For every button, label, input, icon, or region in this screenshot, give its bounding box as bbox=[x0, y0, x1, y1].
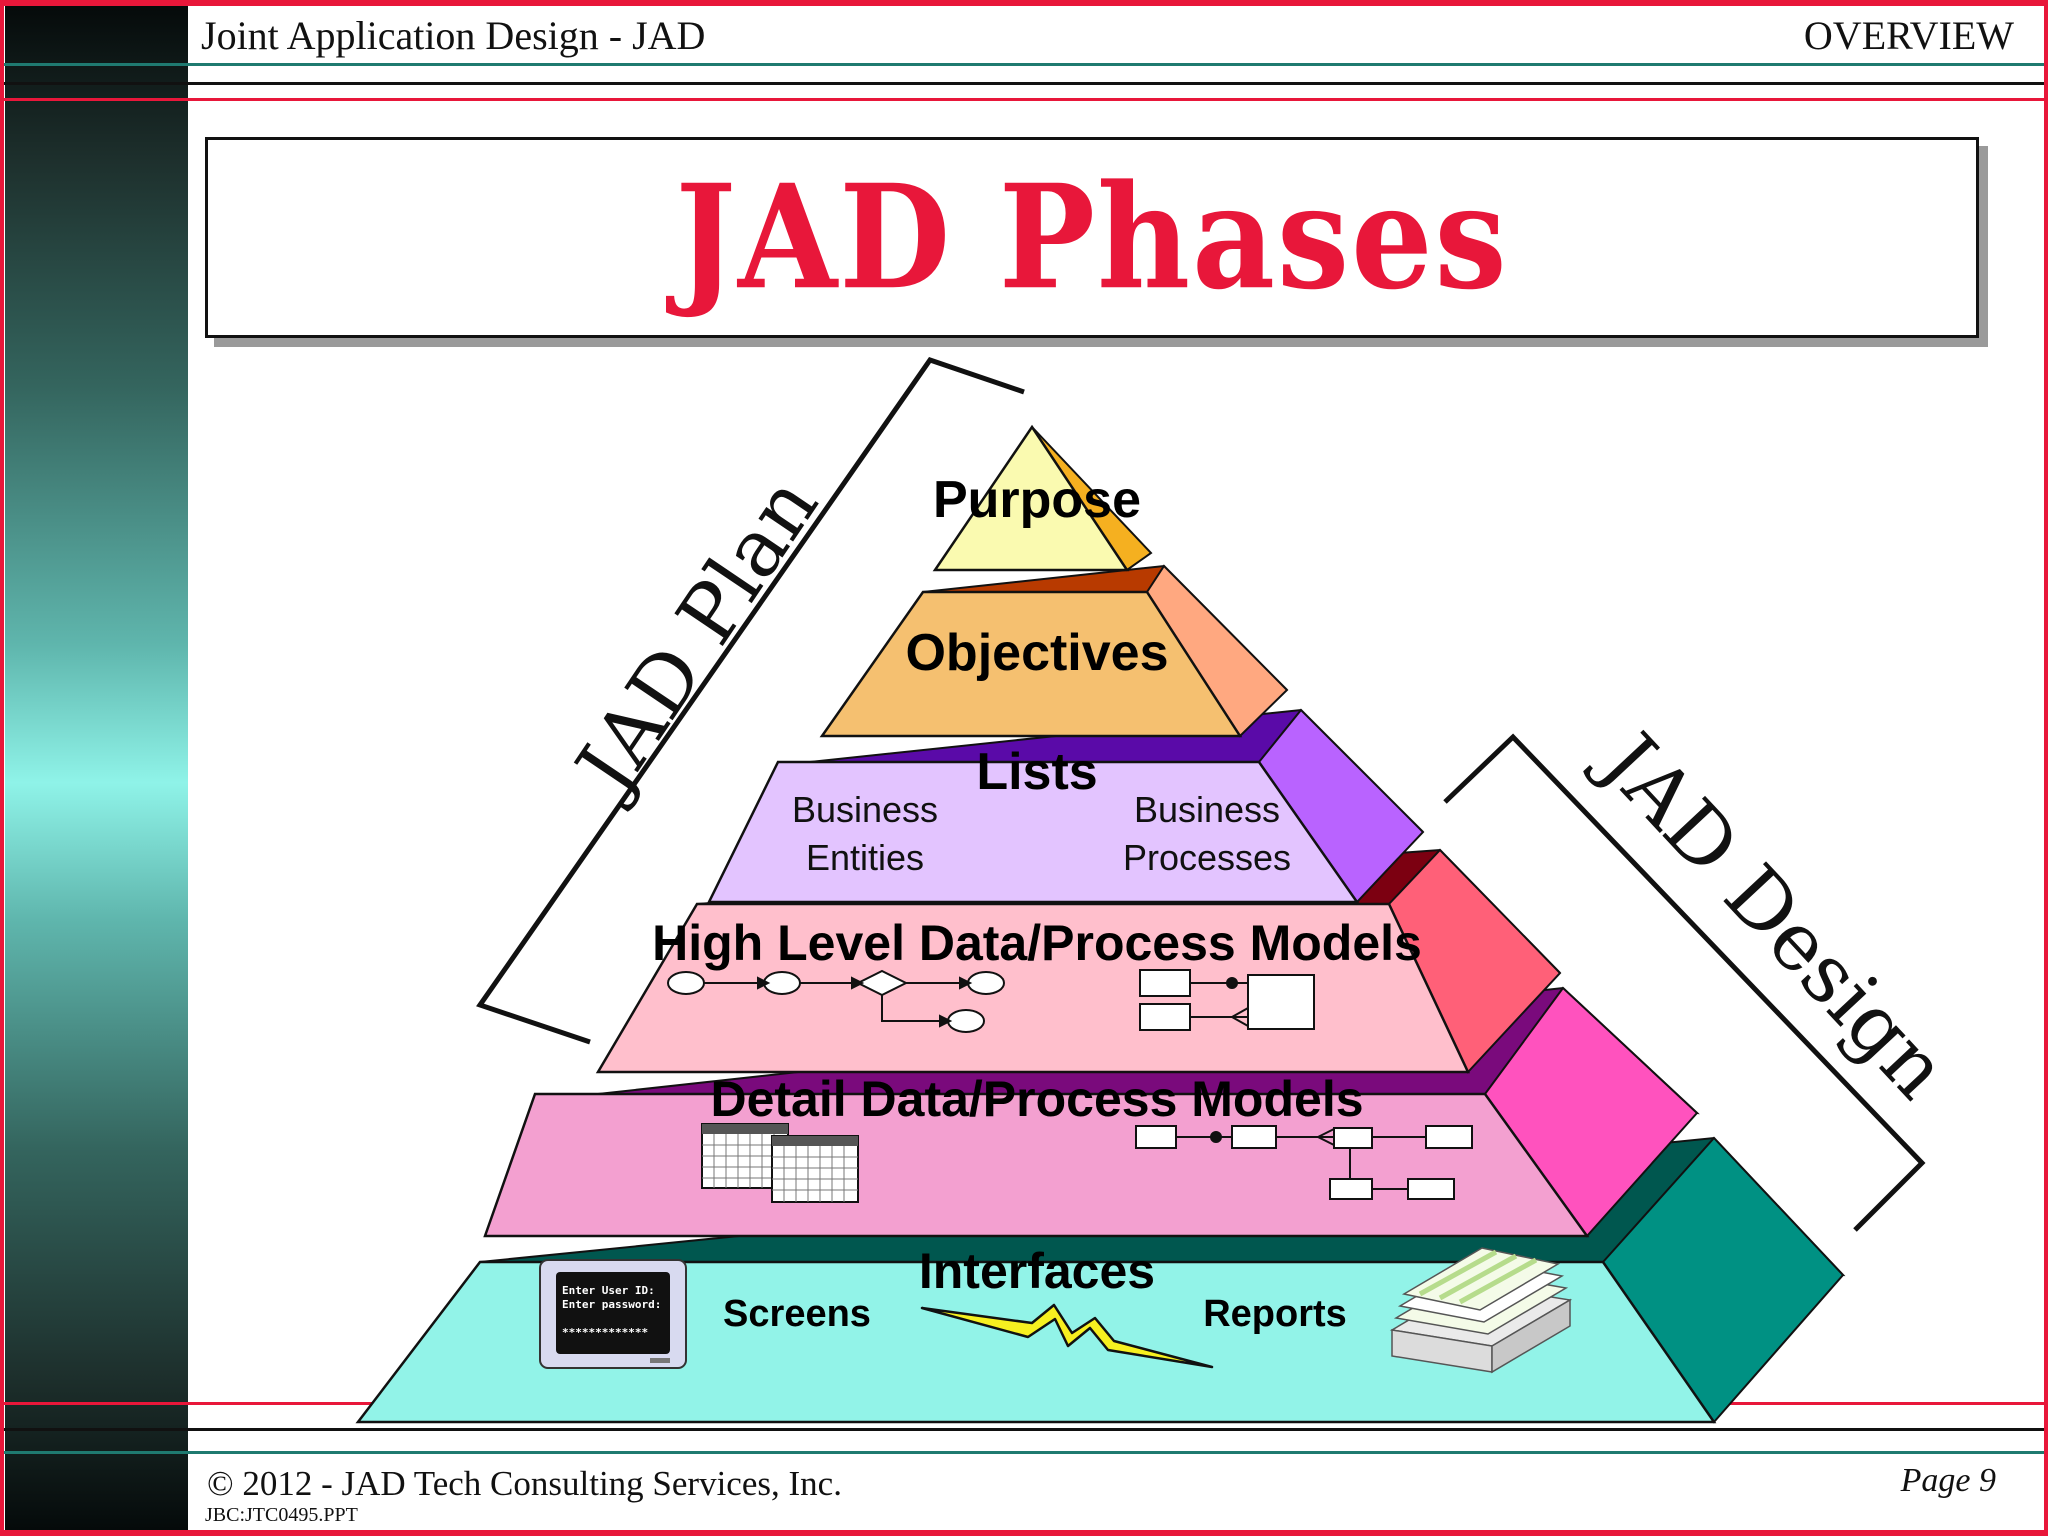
reports-label: Reports bbox=[1203, 1293, 1347, 1335]
layer-purpose bbox=[932, 424, 1153, 572]
header-rule-black bbox=[0, 82, 2048, 85]
title-box: JAD Phases bbox=[205, 137, 1979, 338]
footer-rule-teal bbox=[0, 1451, 2048, 1454]
business-entities-line2: Entities bbox=[806, 837, 924, 878]
page-title: JAD Phases bbox=[675, 153, 1509, 322]
business-entities-line1: Business bbox=[792, 789, 938, 830]
monitor-line-2: Enter password: bbox=[562, 1298, 661, 1311]
entity-model-icon bbox=[1139, 969, 1315, 1031]
purpose-label: Purpose bbox=[933, 471, 1141, 529]
bottom-border bbox=[0, 1530, 2048, 1536]
jad-design-label: JAD Design bbox=[1579, 711, 1966, 1116]
header-rule-red bbox=[0, 98, 2048, 101]
header-section: OVERVIEW bbox=[1803, 13, 2014, 58]
footer-copyright: © 2012 - JAD Tech Consulting Services, I… bbox=[207, 1464, 842, 1503]
sidebar-gradient bbox=[5, 5, 188, 1530]
detail-label: Detail Data/Process Models bbox=[710, 1071, 1363, 1127]
top-border bbox=[0, 0, 2048, 6]
business-processes-line1: Business bbox=[1134, 789, 1280, 830]
header-title: Joint Application Design - JAD bbox=[201, 13, 706, 58]
jad-plan-bracket bbox=[476, 357, 1025, 1045]
interfaces-label: Interfaces bbox=[919, 1243, 1155, 1299]
monitor-line-3: ************* bbox=[562, 1326, 648, 1339]
lists-label: Lists bbox=[976, 743, 1097, 801]
high-level-label: High Level Data/Process Models bbox=[652, 915, 1422, 971]
process-flow-icon bbox=[667, 969, 1005, 1033]
page-number: Page 9 bbox=[1900, 1462, 1996, 1499]
header-rule-teal bbox=[0, 63, 2048, 66]
jad-design-bracket bbox=[1443, 733, 1926, 1232]
footer-file-code: JBC:JTC0495.PPT bbox=[205, 1504, 358, 1526]
calendar-icon bbox=[701, 1123, 859, 1203]
detail-data-model-icon bbox=[1135, 1125, 1473, 1200]
lightning-bolt-icon bbox=[920, 1303, 1214, 1369]
monitor-line-1: Enter User ID: bbox=[562, 1284, 655, 1297]
screens-label: Screens bbox=[723, 1293, 871, 1335]
business-processes-line2: Processes bbox=[1123, 837, 1291, 878]
layer-objectives bbox=[819, 564, 1289, 738]
report-stack-icon bbox=[1389, 1247, 1573, 1374]
objectives-label: Objectives bbox=[905, 624, 1168, 682]
left-border bbox=[0, 0, 4, 1536]
right-border bbox=[2044, 0, 2048, 1536]
monitor-icon: Enter User ID: Enter password: *********… bbox=[539, 1259, 687, 1369]
layer-lists bbox=[706, 708, 1425, 904]
footer-rule-black bbox=[0, 1428, 2048, 1431]
